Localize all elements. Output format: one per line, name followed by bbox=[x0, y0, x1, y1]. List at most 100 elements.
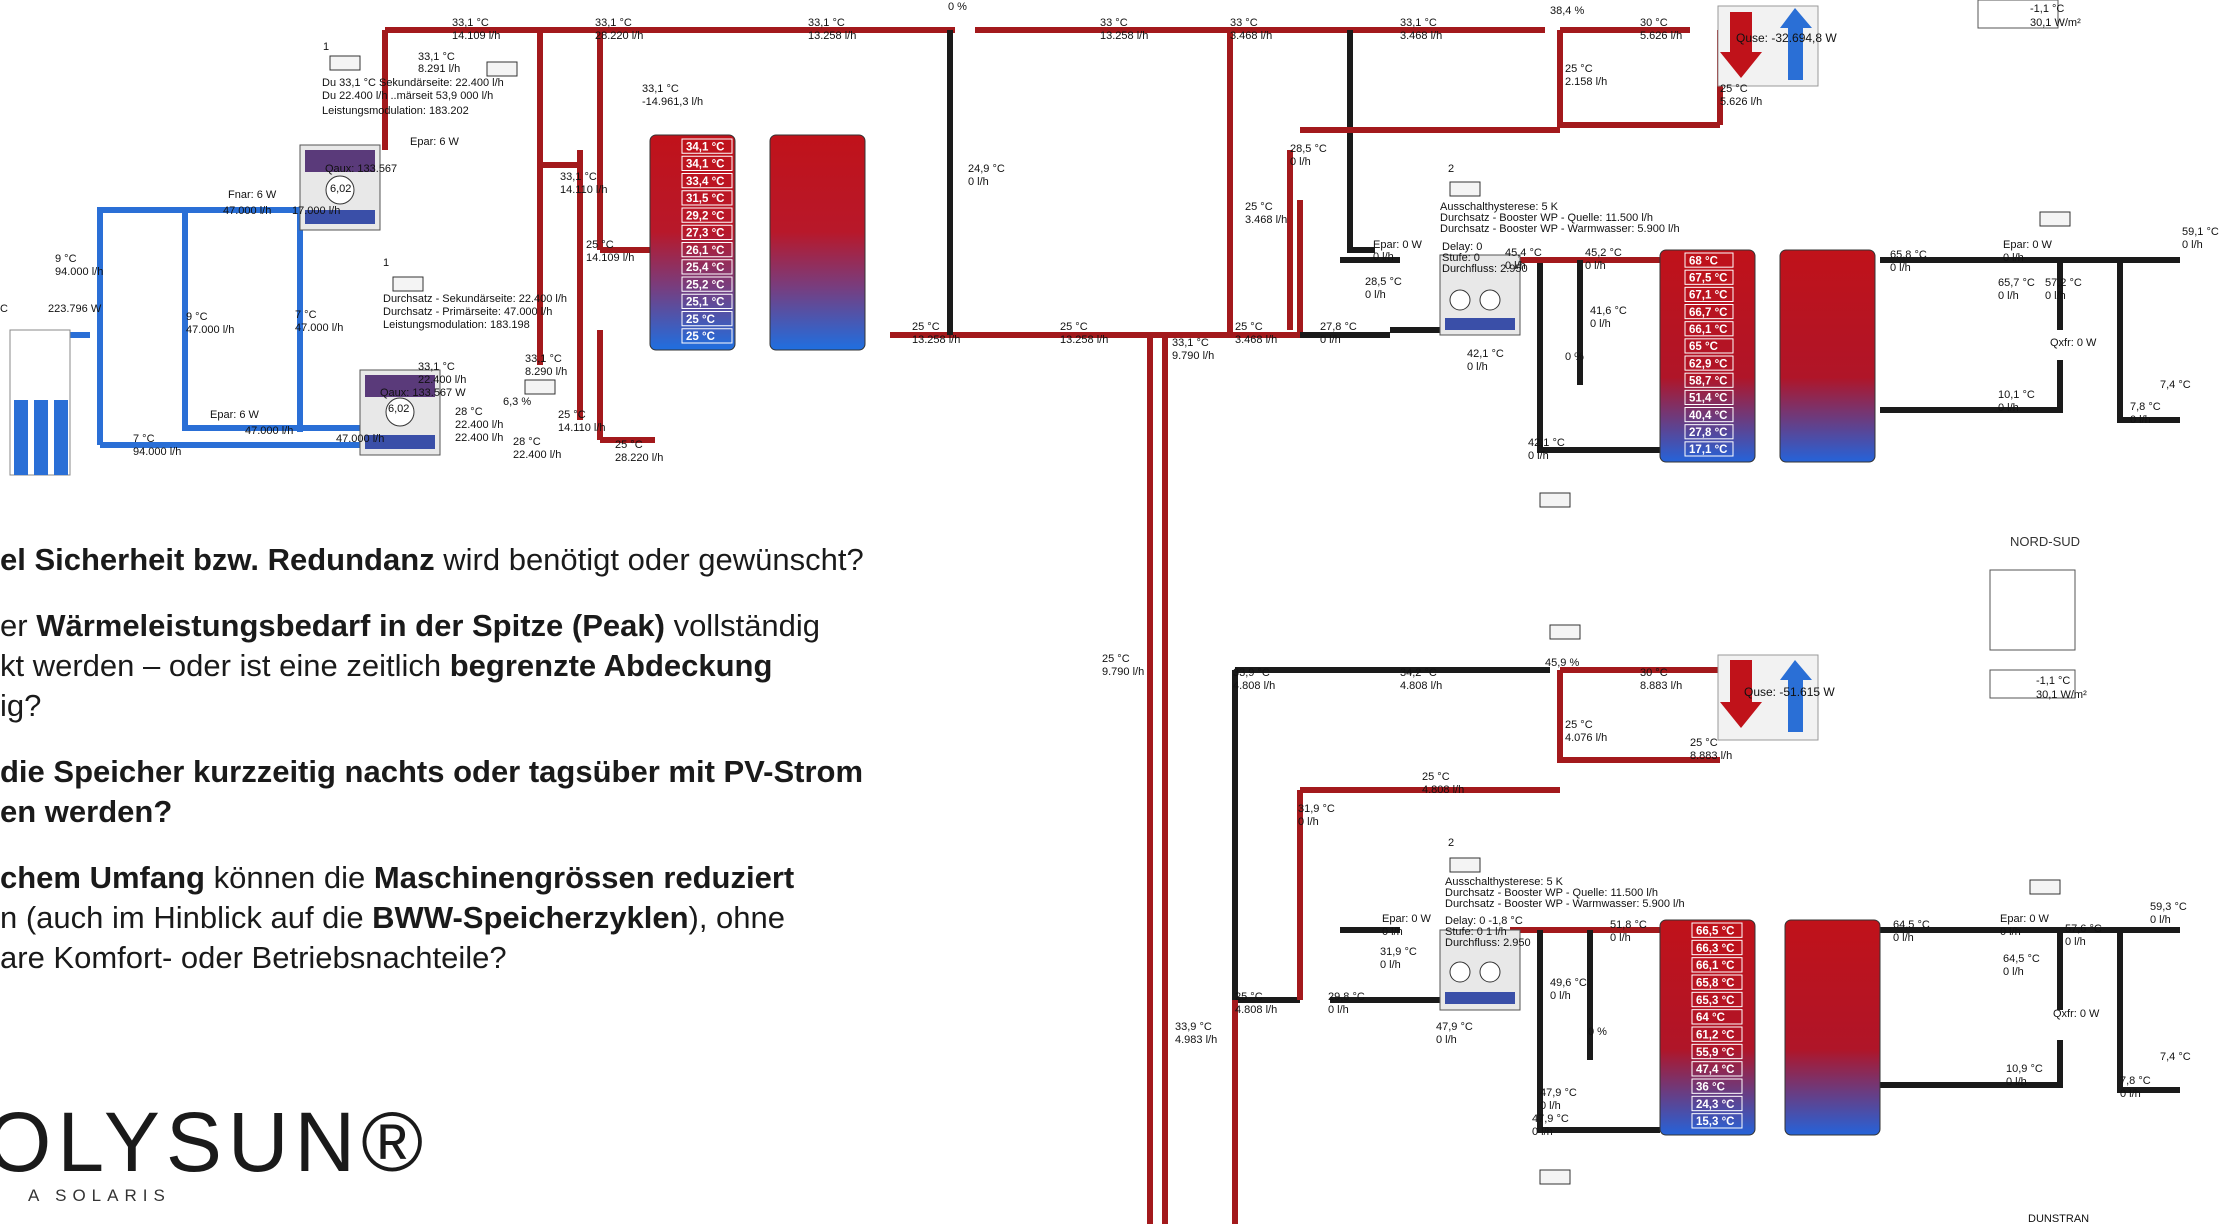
flow: 28 °C bbox=[513, 436, 541, 448]
question-emphasis: chem Umfang bbox=[0, 860, 205, 895]
heat-demand-value: Quse: -51.615 W bbox=[1744, 685, 1835, 699]
pipe-temperature-flow: 0 l/h bbox=[1290, 156, 1311, 168]
tank-layer-box bbox=[1684, 338, 1734, 354]
component-value: 45,4 °C bbox=[1505, 247, 1542, 259]
question-line: ig? bbox=[0, 686, 1100, 726]
pipe-temperature-flow: 24,9 °C bbox=[968, 163, 1005, 175]
component-value: 0 l/h bbox=[2182, 239, 2203, 251]
component-value: Epar: 0 W bbox=[1382, 913, 1432, 925]
pipe-temperature-flow: 4.808 l/h bbox=[1422, 784, 1464, 796]
pipe-temperature-flow: 14.109 l/h bbox=[452, 30, 500, 42]
component-value: 47,9 °C bbox=[1532, 1113, 1569, 1125]
valve-pct: 45,9 % bbox=[1545, 657, 1579, 669]
tank-layer-box bbox=[1691, 939, 1743, 956]
tank-layer-box bbox=[1691, 974, 1743, 990]
component-value: 45,2 °C bbox=[1585, 247, 1622, 259]
question-text: ), ohne bbox=[688, 900, 786, 935]
tank-layer-temperature: 29,2 °C bbox=[686, 210, 724, 222]
hp-info-line: 8.291 l/h bbox=[418, 63, 460, 75]
flow: 22.400 l/h bbox=[418, 374, 466, 386]
controller-icon bbox=[2029, 879, 2061, 895]
pipe-temperature-flow: 33,9 °C bbox=[1175, 1021, 1212, 1033]
tank-layer-box bbox=[681, 155, 733, 171]
pipe-temperature-flow: 4.076 l/h bbox=[1565, 732, 1607, 744]
component-value: 0 % bbox=[1588, 1026, 1607, 1038]
pipe-temperature-flow: 14.109 l/h bbox=[586, 252, 634, 264]
component-value: 0 l/h bbox=[1532, 1126, 1553, 1138]
tank-layer-box bbox=[681, 242, 733, 258]
question-line: er Wärmeleistungsbedarf in der Spitze (P… bbox=[0, 606, 1100, 646]
pipe-temperature-flow: 33 °C bbox=[1230, 17, 1258, 29]
hp-info-line: Durchsatz - Booster WP - Quelle: 11.500 … bbox=[1440, 212, 1653, 224]
flow: 14.110 l/h bbox=[558, 422, 606, 434]
flow: 22.400 l/h bbox=[513, 449, 561, 461]
bottom-right-building-icon bbox=[1989, 569, 2076, 699]
hp-epar: Epar: 6 W bbox=[410, 136, 460, 148]
tank-layer-temperature: 33,4 °C bbox=[686, 176, 724, 188]
tank-layer-box bbox=[1684, 269, 1734, 285]
tank-layer-box bbox=[1691, 1078, 1743, 1094]
logo-wordmark: OLYSUN® bbox=[0, 1095, 430, 1189]
question-line: chem Umfang können die Maschinengrössen … bbox=[0, 858, 1100, 898]
building-temperature: -1,1 °C bbox=[2036, 675, 2070, 687]
tank-layer-box bbox=[681, 328, 733, 344]
tank-layer-box bbox=[681, 138, 733, 154]
pipe-temperature-flow: 25 °C bbox=[1422, 771, 1450, 783]
hp-info-line: 33,1 °C bbox=[418, 51, 455, 63]
component-value: 0 l/h bbox=[1528, 450, 1549, 462]
bottom-right-booster-hp bbox=[1439, 929, 1521, 1011]
bottom-right-pipes bbox=[1232, 667, 2180, 1224]
component-value: 41,6 °C bbox=[1590, 305, 1627, 317]
pipe-temperature-flow: 47.000 l/h bbox=[295, 322, 343, 334]
pipe-temperature-flow: 29,8 °C bbox=[1328, 991, 1365, 1003]
tank-layer-box bbox=[1691, 991, 1743, 1008]
tank-layer-box bbox=[681, 293, 733, 309]
controller-icon bbox=[1539, 492, 1571, 508]
valve-pct: 0 % bbox=[948, 1, 967, 13]
hp-number: 2 bbox=[1448, 837, 1454, 849]
tank-layer-box bbox=[681, 190, 733, 206]
pipe-temperature-flow: 33,1 °C bbox=[560, 171, 597, 183]
pipe-temperature-flow: 0 l/h bbox=[968, 176, 989, 188]
pipe-temperature-flow: 33,1 °C bbox=[452, 17, 489, 29]
component-value: 64,5 °C bbox=[2003, 953, 2040, 965]
question-emphasis: die Speicher kurzzeitig nachts oder tags… bbox=[0, 754, 864, 789]
hp-info-line: Durchfluss: 2.950 bbox=[1445, 937, 1531, 949]
component-value: 65,7 °C bbox=[1998, 277, 2035, 289]
left-pipes bbox=[20, 27, 1690, 1224]
tank-layer-temperature: 62,9 °C bbox=[1689, 358, 1727, 370]
tank-layer-box bbox=[681, 173, 733, 189]
pipe-temperature-flow: 7 °C bbox=[133, 433, 155, 445]
tank-layer-temperature: 58,7 °C bbox=[1689, 376, 1727, 388]
pipe-temperature-flow: 47.000 l/h bbox=[186, 324, 234, 336]
tank-layer-temperature: 36 °C bbox=[1696, 1081, 1725, 1093]
hp-epar: Epar: 6 W bbox=[210, 409, 260, 421]
tank-layer-box bbox=[1691, 1061, 1743, 1077]
tank-layer-temperature: 25,1 °C bbox=[686, 297, 724, 309]
question-emphasis: Wärmeleistungsbedarf in der Spitze (Peak… bbox=[36, 608, 665, 643]
valve-pct: 38,4 % bbox=[1550, 5, 1584, 17]
question-list: el Sicherheit bzw. Redundanz wird benöti… bbox=[0, 540, 1100, 978]
top-right-labels: 0 %38,4 %33 °C13.258 l/h33 °C3.468 l/h33… bbox=[948, 1, 2219, 462]
heat-demand-value: Quse: -32.694,8 W bbox=[1736, 31, 1837, 45]
tank-layer-temperature: 61,2 °C bbox=[1696, 1029, 1734, 1041]
flow: 47.000 l/h bbox=[245, 425, 293, 437]
pipe-temperature-flow: 25 °C bbox=[1235, 991, 1263, 1003]
pipe-temperature-flow: 25 °C bbox=[1690, 737, 1718, 749]
pipe-temperature-flow: 94.000 l/h bbox=[133, 446, 181, 458]
pipe-temperature-flow: 25 °C bbox=[1720, 83, 1748, 95]
controller-icon bbox=[329, 55, 361, 71]
component-value: 0 l/h bbox=[2065, 936, 2086, 948]
component-value: 42,1 °C bbox=[1528, 437, 1565, 449]
controller-icon bbox=[1539, 1169, 1571, 1185]
hp-cop: 6,02 bbox=[330, 183, 351, 195]
component-value: 64,5 °C bbox=[1893, 919, 1930, 931]
building-name: NORD-SUD bbox=[2010, 534, 2080, 549]
valve-pct: 6,3 % bbox=[503, 396, 531, 408]
hp-fnar: Fnar: 6 W bbox=[228, 189, 277, 201]
pipe-temperature-flow: 33,1 °C bbox=[1400, 17, 1437, 29]
component-value: 0 l/h bbox=[1590, 318, 1611, 330]
building-temperature: -1,1 °C bbox=[2030, 3, 2064, 15]
component-value: 0 l/h bbox=[2006, 1076, 2027, 1088]
